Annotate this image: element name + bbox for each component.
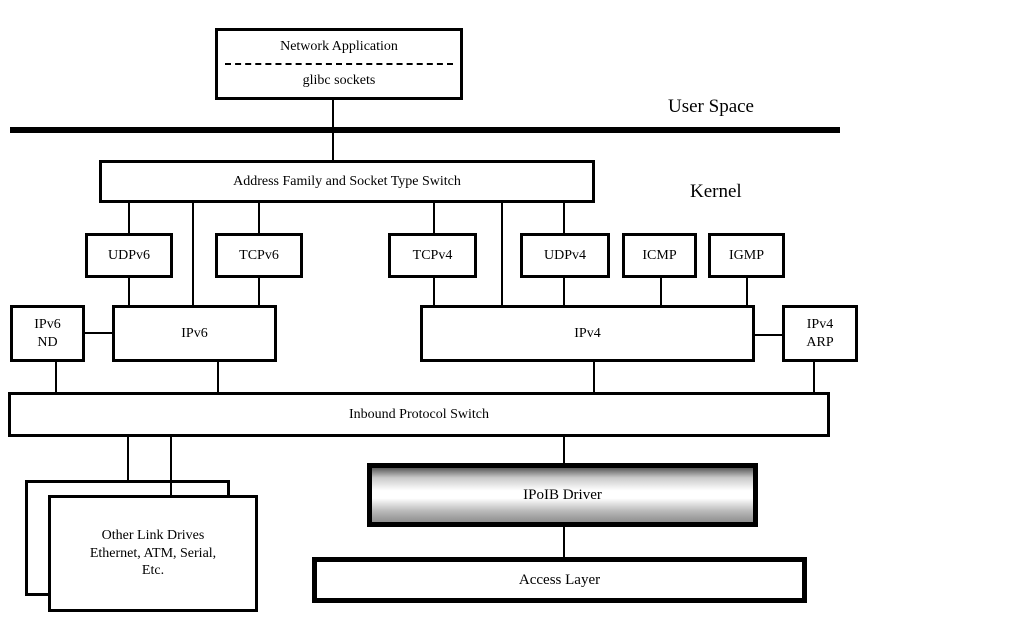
other-link-drivers-label-line2: Ethernet, ATM, Serial, [89,545,217,561]
udpv4-label: UDPv4 [543,247,586,263]
network-application-label: Network Application [280,39,398,55]
udpv6-box: UDPv6 [85,233,173,278]
address-family-socket-switch-box: Address Family and Socket Type Switch [99,160,595,203]
ipv6-box: IPv6 [112,305,277,362]
user-kernel-divider-line [10,127,840,133]
access-layer-label: Access Layer [518,571,601,588]
connector-line [217,362,219,392]
connector-line [258,278,260,305]
igmp-label: IGMP [728,247,764,263]
ipv4-arp-label-line1: IPv4 [806,317,834,332]
other-link-drivers-box: Other Link Drives Ethernet, ATM, Serial,… [48,495,258,612]
dashed-divider [225,63,453,65]
connector-line [755,334,782,336]
connector-line [563,278,565,305]
ipv6-nd-label-line2: ND [37,334,58,350]
connector-line [128,203,130,233]
glibc-sockets-label: glibc sockets [302,73,376,89]
ipv6-nd-label-line1: IPv6 [34,317,61,332]
igmp-box: IGMP [708,233,785,278]
ipv6-label: IPv6 [181,325,208,341]
connector-line [258,203,260,233]
connector-line [563,203,565,233]
ipv6-nd-box: IPv6 ND [10,305,85,362]
connector-line [85,332,112,334]
tcpv4-label: TCPv4 [412,247,453,263]
tcpv6-label: TCPv6 [239,247,279,263]
connector-line [433,203,435,233]
connector-line [660,278,662,305]
connector-line [433,278,435,305]
network-application-box: Network Application glibc sockets [215,28,463,100]
access-layer-box: Access Layer [312,557,807,603]
connector-line [593,362,595,392]
inbound-protocol-switch-box: Inbound Protocol Switch [8,392,830,437]
tcpv4-box: TCPv4 [388,233,477,278]
connector-line [813,362,815,392]
other-link-drivers-label-line1: Other Link Drives [101,528,205,544]
ipoib-driver-box: IPoIB Driver [367,463,758,527]
connector-line [170,437,172,495]
udpv4-box: UDPv4 [520,233,610,278]
ipv4-arp-label-line2: ARP [806,334,834,350]
ipoib-driver-label: IPoIB Driver [523,486,602,503]
other-link-drivers-label-line3: Etc. [141,563,165,579]
inbound-protocol-switch-label: Inbound Protocol Switch [349,406,489,422]
connector-line [128,278,130,305]
connector-line [332,100,334,160]
icmp-label: ICMP [642,247,677,263]
connector-line [746,278,748,305]
ipv4-arp-box: IPv4 ARP [782,305,858,362]
connector-line [127,437,129,480]
connector-line [563,437,565,463]
address-family-socket-switch-label: Address Family and Socket Type Switch [233,173,461,189]
user-space-zone-label: User Space [668,96,754,117]
connector-line [563,527,565,557]
icmp-box: ICMP [622,233,697,278]
tcpv6-box: TCPv6 [215,233,303,278]
connector-line [501,203,503,305]
ipv4-label: IPv4 [574,325,601,341]
connector-line [55,362,57,392]
udpv6-label: UDPv6 [107,247,150,263]
kernel-zone-label: Kernel [690,181,742,202]
ipv4-box: IPv4 [420,305,755,362]
connector-line [192,203,194,305]
